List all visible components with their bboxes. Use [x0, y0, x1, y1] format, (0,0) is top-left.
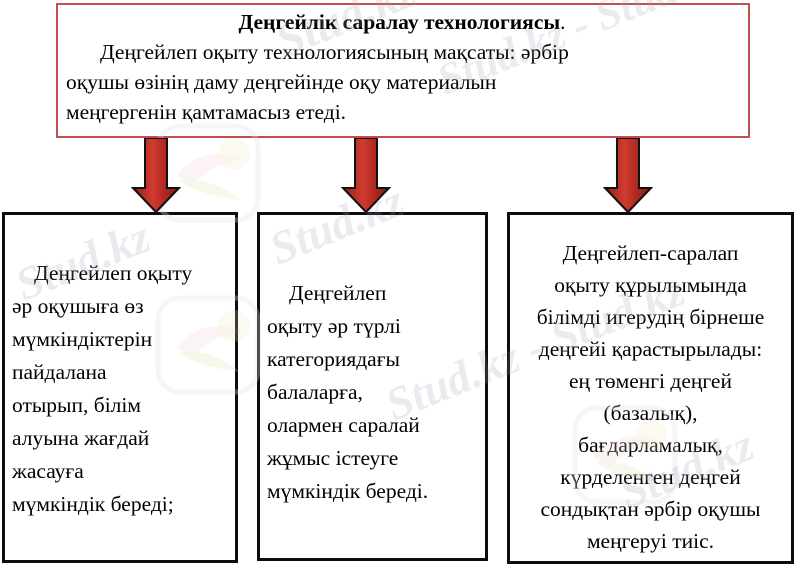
- box-line: бағдарламалық,: [578, 433, 723, 457]
- box-line: оқыту әр түрлі: [267, 314, 401, 338]
- box-line: Деңгейлеп-саралап: [562, 241, 739, 265]
- box-line: (базалық),: [603, 401, 698, 425]
- content-box-3-text: Деңгейлеп-саралап оқыту құрылымында білі…: [510, 215, 791, 557]
- box-line: мүмкіндік береді.: [267, 479, 429, 503]
- down-arrow-icon: [341, 138, 391, 214]
- header-body-line: Деңгейлеп оқыту технологиясының мақсаты:…: [66, 37, 738, 67]
- box-line: жұмыс істеуге: [267, 446, 399, 470]
- content-box-1: Деңгейлеп оқыту әр оқушыға өз мүмкіндікт…: [2, 212, 238, 563]
- box-line: сондықтан әрбір оқушы: [540, 497, 761, 521]
- box-line: оқыту құрылымында: [554, 273, 747, 297]
- box-line: деңгейі қарастырылады:: [538, 337, 763, 361]
- box-line: меңгеруі тиіс.: [586, 529, 715, 553]
- header-title-line: Деңгейлік саралау технологиясы.: [66, 7, 738, 37]
- box-line: отырып, білім: [12, 393, 141, 417]
- box-line: Деңгейлеп: [267, 277, 478, 310]
- page-title: Деңгейлік саралау технологиясы: [238, 10, 561, 34]
- header-body-text: Деңгейлеп оқыту технологиясының мақсаты:…: [100, 40, 569, 64]
- box-line: мүмкіндік береді;: [12, 492, 174, 516]
- box-line: жасауға: [12, 459, 84, 483]
- box-line: алуына жағдай: [12, 426, 150, 450]
- box-line: күрделенген деңгей: [560, 465, 741, 489]
- box-line: категориядағы: [267, 347, 400, 371]
- header-text-block: Деңгейлік саралау технологиясы. Деңгейле…: [58, 5, 748, 127]
- header-body-text: меңгергенін қамтамасыз етеді.: [66, 100, 347, 124]
- box-line: білімді игерудің бірнеше: [536, 305, 765, 329]
- box-line: мүмкіндіктерін: [12, 327, 153, 351]
- header-body-line: меңгергенін қамтамасыз етеді.: [66, 97, 738, 127]
- content-box-1-text: Деңгейлеп оқыту әр оқушыға өз мүмкіндікт…: [5, 215, 235, 521]
- content-box-3: Деңгейлеп-саралап оқыту құрылымында білі…: [507, 212, 794, 564]
- content-box-2: Деңгейлеп оқыту әр түрлі категориядағы б…: [257, 212, 488, 561]
- content-box-2-text: Деңгейлеп оқыту әр түрлі категориядағы б…: [260, 215, 485, 508]
- box-line: Деңгейлеп оқыту: [12, 257, 228, 290]
- down-arrow-icon: [131, 138, 181, 214]
- header-body-text: оқушы өзінің даму деңгейінде оқу материа…: [66, 70, 497, 94]
- box-line: әр оқушыға өз: [12, 294, 144, 318]
- header-box: Деңгейлік саралау технологиясы. Деңгейле…: [56, 3, 750, 138]
- header-body-line: оқушы өзінің даму деңгейінде оқу материа…: [66, 67, 738, 97]
- header-title-period: .: [560, 10, 566, 34]
- box-line: ең төменгі деңгей: [569, 369, 732, 393]
- box-line: олармен саралай: [267, 413, 420, 437]
- box-line: пайдалана: [12, 360, 107, 384]
- box-line: балаларға,: [267, 380, 363, 404]
- down-arrow-icon: [603, 138, 653, 214]
- box-line-text: Деңгейлеп: [289, 281, 387, 305]
- box-line-text: Деңгейлеп оқыту: [34, 261, 193, 285]
